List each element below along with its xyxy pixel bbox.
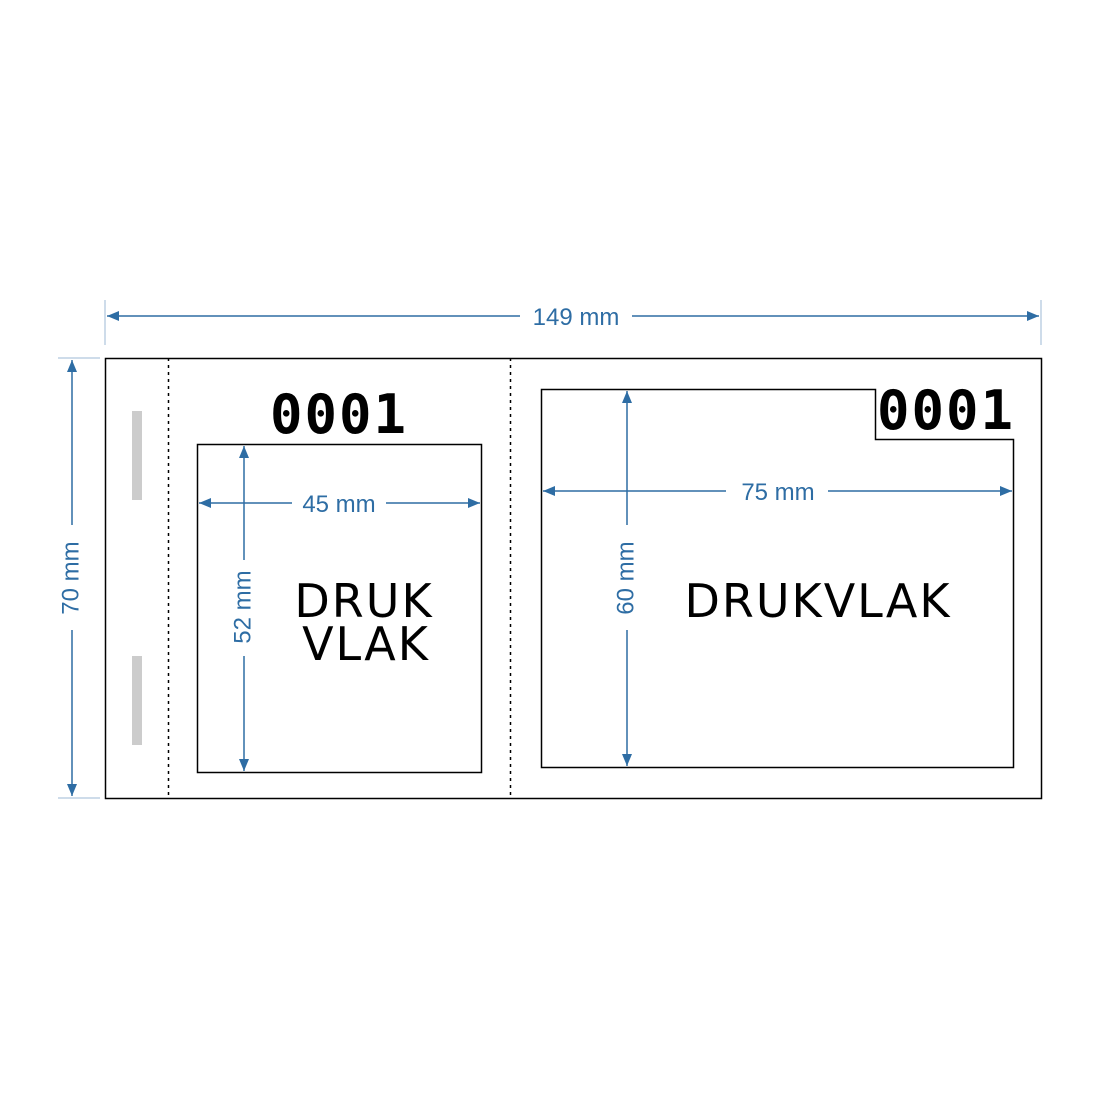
stub-print-area-label-line1: DRUK (294, 574, 433, 628)
ticket-print-area (540, 388, 1015, 769)
ticket-width-dimension: 75 mm (543, 479, 1012, 506)
stub-print-area (196, 443, 483, 774)
staple-top (132, 411, 142, 500)
stub-section: 0001 45 mm 52 mm DRUK VLAK (196, 383, 483, 774)
stub-number: 0001 (270, 383, 408, 446)
ticket-number: 0001 (877, 379, 1015, 442)
ticket-height-dimension: 60 mm (612, 391, 639, 766)
stub-height-dimension: 52 mm (229, 446, 256, 771)
total-width-dimension: 149 mm (104, 300, 1042, 345)
stub-width-label: 45 mm (302, 491, 375, 518)
ticket-section: 0001 75 mm 60 mm DRUKVLAK (540, 379, 1015, 769)
total-height-dimension: 70 mm (57, 357, 100, 799)
stub-print-area-label-line2: VLAK (302, 617, 430, 671)
ticket-outline (104, 357, 1043, 800)
total-width-label: 149 mm (533, 304, 620, 331)
stub-height-label: 52 mm (229, 570, 256, 643)
ticket-width-label: 75 mm (741, 479, 814, 506)
ticket-height-label: 60 mm (612, 541, 639, 614)
ticket-print-area-label: DRUKVLAK (684, 574, 951, 628)
staple-bottom (132, 656, 142, 745)
stub-width-dimension: 45 mm (199, 491, 480, 518)
total-height-label: 70 mm (57, 541, 84, 614)
